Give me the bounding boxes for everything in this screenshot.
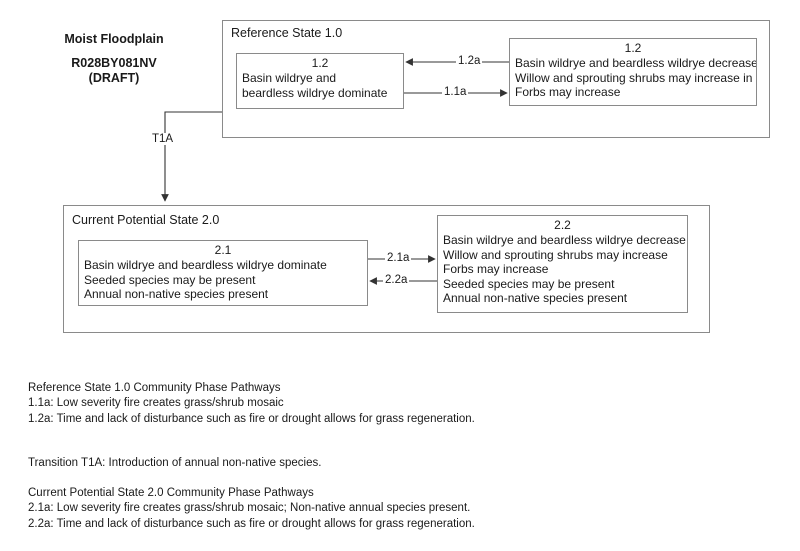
phase-box-2-1[interactable]: 2.1 Basin wildrye and beardless wildrye … bbox=[78, 240, 368, 306]
legend-heading: Reference State 1.0 Community Phase Path… bbox=[28, 382, 281, 394]
legend-item: 2.1a: Low severity fire creates grass/sh… bbox=[28, 502, 471, 515]
legend-item: Transition T1A: Introduction of annual n… bbox=[28, 457, 322, 469]
site-code: R028BY081NV bbox=[71, 55, 157, 70]
phase-box-1-2-left[interactable]: 1.2 Basin wildrye and beardless wildrye … bbox=[236, 53, 404, 109]
legend-item: 1.2a: Time and lack of disturbance such … bbox=[28, 412, 475, 425]
phase-number: 1.2 bbox=[311, 56, 329, 70]
phase-description: Basin wildrye and beardless wildrye decr… bbox=[443, 233, 686, 305]
legend-transition: Transition T1A: Introduction of annual n… bbox=[28, 456, 321, 471]
reference-state-container bbox=[222, 20, 770, 138]
pathway-label-2-1a: 2.1a bbox=[385, 252, 412, 264]
transition-arrow-t1a bbox=[161, 111, 222, 202]
site-name: Moist Floodplain bbox=[64, 32, 164, 46]
pathway-label-1-2a: 1.2a bbox=[456, 55, 483, 67]
pathway-label-1-1a: 1.1a bbox=[442, 86, 469, 98]
pathway-label-2-2a: 2.2a bbox=[383, 274, 410, 286]
legend-item: 1.1a: Low severity fire creates grass/sh… bbox=[28, 397, 284, 410]
phase-box-1-2-right[interactable]: 1.2 Basin wildrye and beardless wildrye … bbox=[509, 38, 757, 106]
current-potential-state-label: Current Potential State 2.0 bbox=[72, 213, 220, 227]
ecological-site-title: Moist Floodplain R028BY081NV (DRAFT) bbox=[18, 33, 210, 85]
draft-marker: (DRAFT) bbox=[88, 71, 140, 85]
phase-number: 1.2 bbox=[624, 41, 642, 55]
phase-box-2-2[interactable]: 2.2 Basin wildrye and beardless wildrye … bbox=[437, 215, 688, 313]
phase-description: Basin wildrye and beardless wildrye domi… bbox=[242, 71, 388, 100]
phase-number: 2.1 bbox=[214, 243, 232, 257]
phase-description: Basin wildrye and beardless wildrye domi… bbox=[84, 258, 327, 301]
legend-current-potential-pathways: Current Potential State 2.0 Community Ph… bbox=[28, 486, 475, 532]
legend-heading: Current Potential State 2.0 Community Ph… bbox=[28, 487, 314, 499]
phase-description: Basin wildrye and beardless wildrye decr… bbox=[515, 56, 757, 99]
legend-reference-pathways: Reference State 1.0 Community Phase Path… bbox=[28, 381, 475, 427]
phase-number: 2.2 bbox=[554, 218, 571, 232]
transition-label-t1a: T1A bbox=[150, 133, 176, 145]
reference-state-label: Reference State 1.0 bbox=[231, 26, 343, 40]
legend-item: 2.2a: Time and lack of disturbance such … bbox=[28, 517, 475, 530]
current-potential-state-container bbox=[63, 205, 710, 333]
